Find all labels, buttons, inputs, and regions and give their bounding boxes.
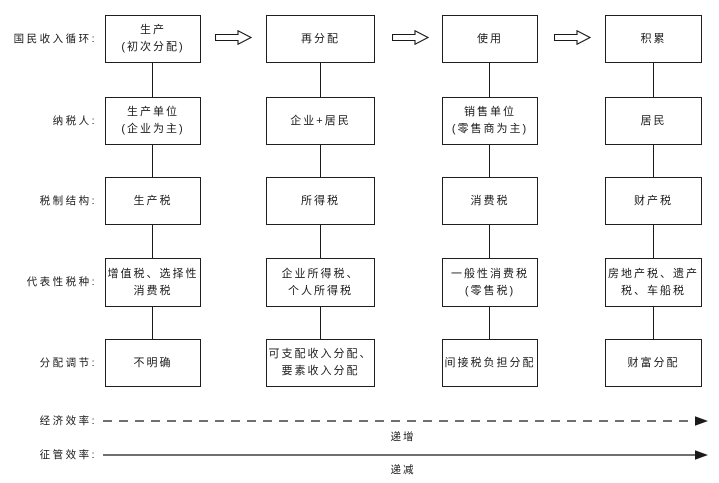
box-tax-structure-use: 消费税 — [442, 177, 538, 225]
row-label-cycle: 国民收入循环: — [13, 33, 97, 45]
box-taxpayer-accumulation: 居民 — [605, 97, 702, 145]
box-line: (零售商为主) — [451, 123, 529, 135]
box-representative-redistribution: 企业所得税、 个人所得税 — [266, 258, 375, 307]
box-line: 财产税 — [634, 194, 673, 207]
connector-line — [320, 307, 322, 339]
connector-line — [152, 145, 154, 177]
box-line: 一般性消费税 — [451, 267, 529, 280]
box-tax-structure-redistribution: 所得税 — [266, 177, 375, 225]
axis-label-collection-efficiency: 征管效率: — [39, 449, 97, 461]
caption-decreasing: 递减 — [390, 464, 416, 476]
connector-line — [489, 63, 491, 97]
box-line: 消费税 — [133, 284, 173, 297]
connector-line — [653, 145, 655, 177]
box-line: (企业为主) — [121, 123, 185, 135]
box-representative-use: 一般性消费税 (零售税) — [442, 258, 538, 307]
box-line: 使用 — [477, 32, 503, 45]
box-line: 税、车船税 — [621, 284, 686, 297]
box-line: 个人所得税 — [288, 284, 353, 297]
box-line: 再分配 — [301, 32, 340, 45]
connector-line — [653, 225, 655, 258]
box-line: 可支配收入分配、 — [268, 348, 373, 360]
box-cycle-production: 生产 (初次分配) — [105, 15, 201, 63]
box-tax-structure-accumulation: 财产税 — [605, 177, 702, 225]
box-taxpayer-use: 销售单位 (零售商为主) — [442, 97, 538, 145]
box-cycle-redistribution: 再分配 — [266, 15, 375, 63]
box-adjustment-production: 不明确 — [105, 339, 201, 387]
box-line: 消费税 — [470, 194, 510, 207]
row-label-tax-structure: 税制结构: — [39, 195, 97, 207]
box-line: 销售单位 — [464, 106, 516, 118]
economic-efficiency-axis — [103, 416, 708, 426]
connector-line — [320, 63, 322, 97]
connector-line — [489, 307, 491, 339]
box-line: (零售税) — [464, 284, 516, 297]
box-line: 间接税负担分配 — [444, 356, 536, 369]
connector-line — [152, 225, 154, 258]
axis-label-economic-efficiency: 经济效率: — [39, 415, 97, 427]
box-line: 要素收入分配 — [281, 365, 360, 377]
connector-line — [653, 63, 655, 97]
box-line: 企业+居民 — [290, 114, 351, 127]
box-taxpayer-redistribution: 企业+居民 — [266, 97, 375, 145]
box-line: 生产单位 — [127, 106, 179, 118]
box-line: 企业所得税、 — [281, 267, 360, 280]
box-line: 所得税 — [301, 194, 340, 207]
row-label-distribution-adjustment: 分配调节: — [39, 357, 97, 369]
box-cycle-use: 使用 — [442, 15, 538, 63]
box-line: 积累 — [640, 32, 667, 45]
connector-line — [152, 307, 154, 339]
box-representative-accumulation: 房地产税、遗产 税、车船税 — [605, 258, 702, 307]
axis-arrowhead-icon — [695, 416, 708, 426]
box-tax-structure-production: 生产税 — [105, 177, 201, 225]
axis-arrowhead-icon — [695, 450, 708, 460]
connector-line — [152, 63, 154, 97]
caption-increasing: 递增 — [390, 431, 416, 443]
row-label-taxpayer: 纳税人: — [52, 115, 97, 127]
box-line: 财富分配 — [627, 356, 680, 369]
connector-line — [320, 145, 322, 177]
connector-line — [489, 225, 491, 258]
box-adjustment-accumulation: 财富分配 — [605, 339, 702, 387]
connector-line — [489, 145, 491, 177]
box-adjustment-redistribution: 可支配收入分配、 要素收入分配 — [266, 339, 375, 387]
stage-arrow-icon — [215, 30, 252, 45]
box-representative-production: 增值税、选择性 消费税 — [105, 258, 201, 307]
stage-arrow-icon — [392, 30, 429, 45]
box-line: 生产 — [140, 24, 166, 36]
box-taxpayer-production: 生产单位 (企业为主) — [105, 97, 201, 145]
collection-efficiency-axis — [103, 450, 708, 460]
connector-line — [653, 307, 655, 339]
box-adjustment-use: 间接税负担分配 — [442, 339, 538, 387]
stage-arrow-icon — [554, 30, 591, 45]
box-line: (初次分配) — [121, 41, 185, 53]
box-line: 居民 — [640, 114, 667, 127]
box-cycle-accumulation: 积累 — [605, 15, 702, 63]
box-line: 房地产税、遗产 — [608, 267, 699, 280]
box-line: 不明确 — [133, 356, 173, 369]
row-label-representative-taxes: 代表性税种: — [26, 276, 97, 288]
connector-line — [320, 225, 322, 258]
box-line: 增值税、选择性 — [107, 267, 199, 280]
box-line: 生产税 — [133, 194, 173, 207]
